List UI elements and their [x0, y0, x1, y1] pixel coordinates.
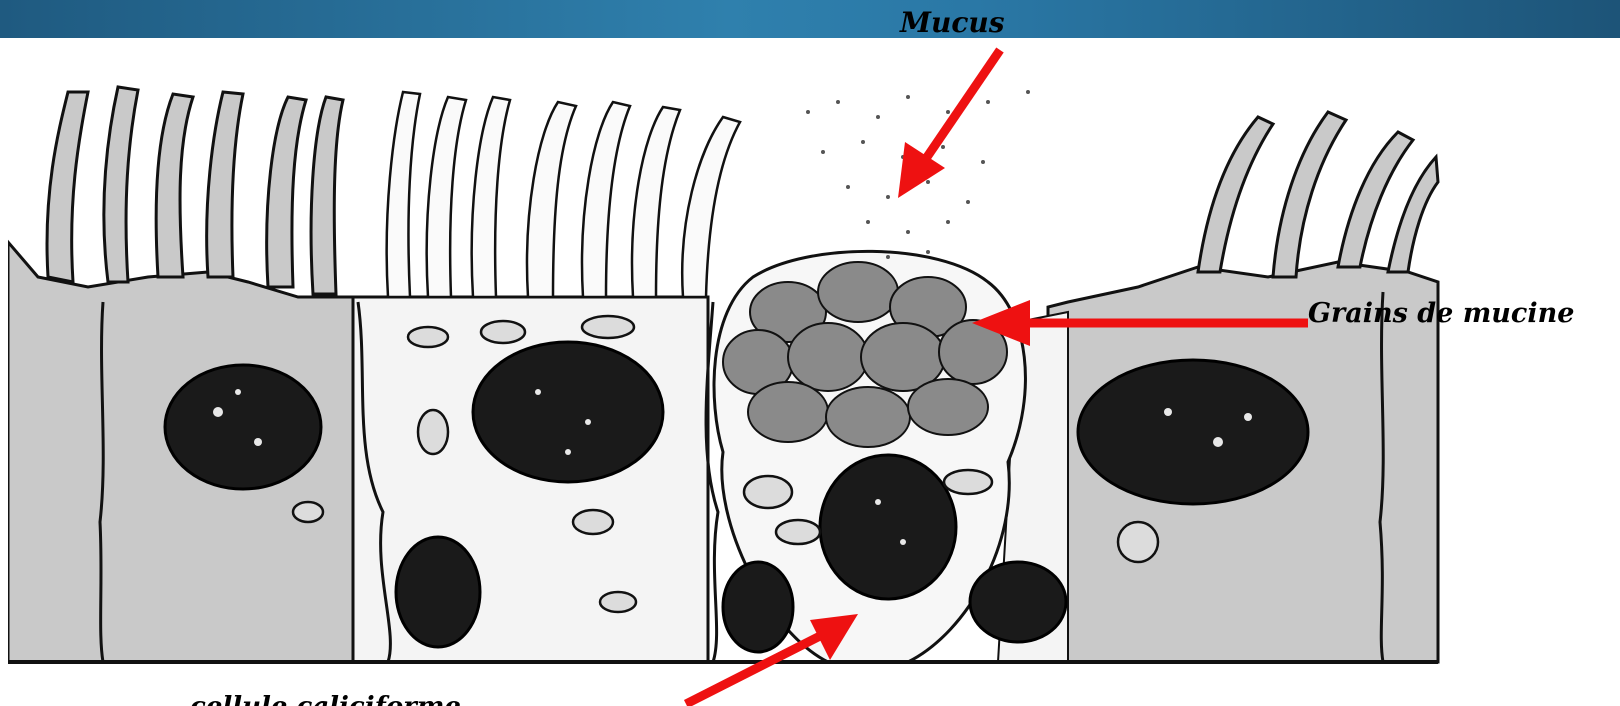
- grains-arrow: [972, 300, 1308, 346]
- goblet-cell-arrow: [686, 614, 858, 704]
- mucus-arrow: [898, 50, 1000, 198]
